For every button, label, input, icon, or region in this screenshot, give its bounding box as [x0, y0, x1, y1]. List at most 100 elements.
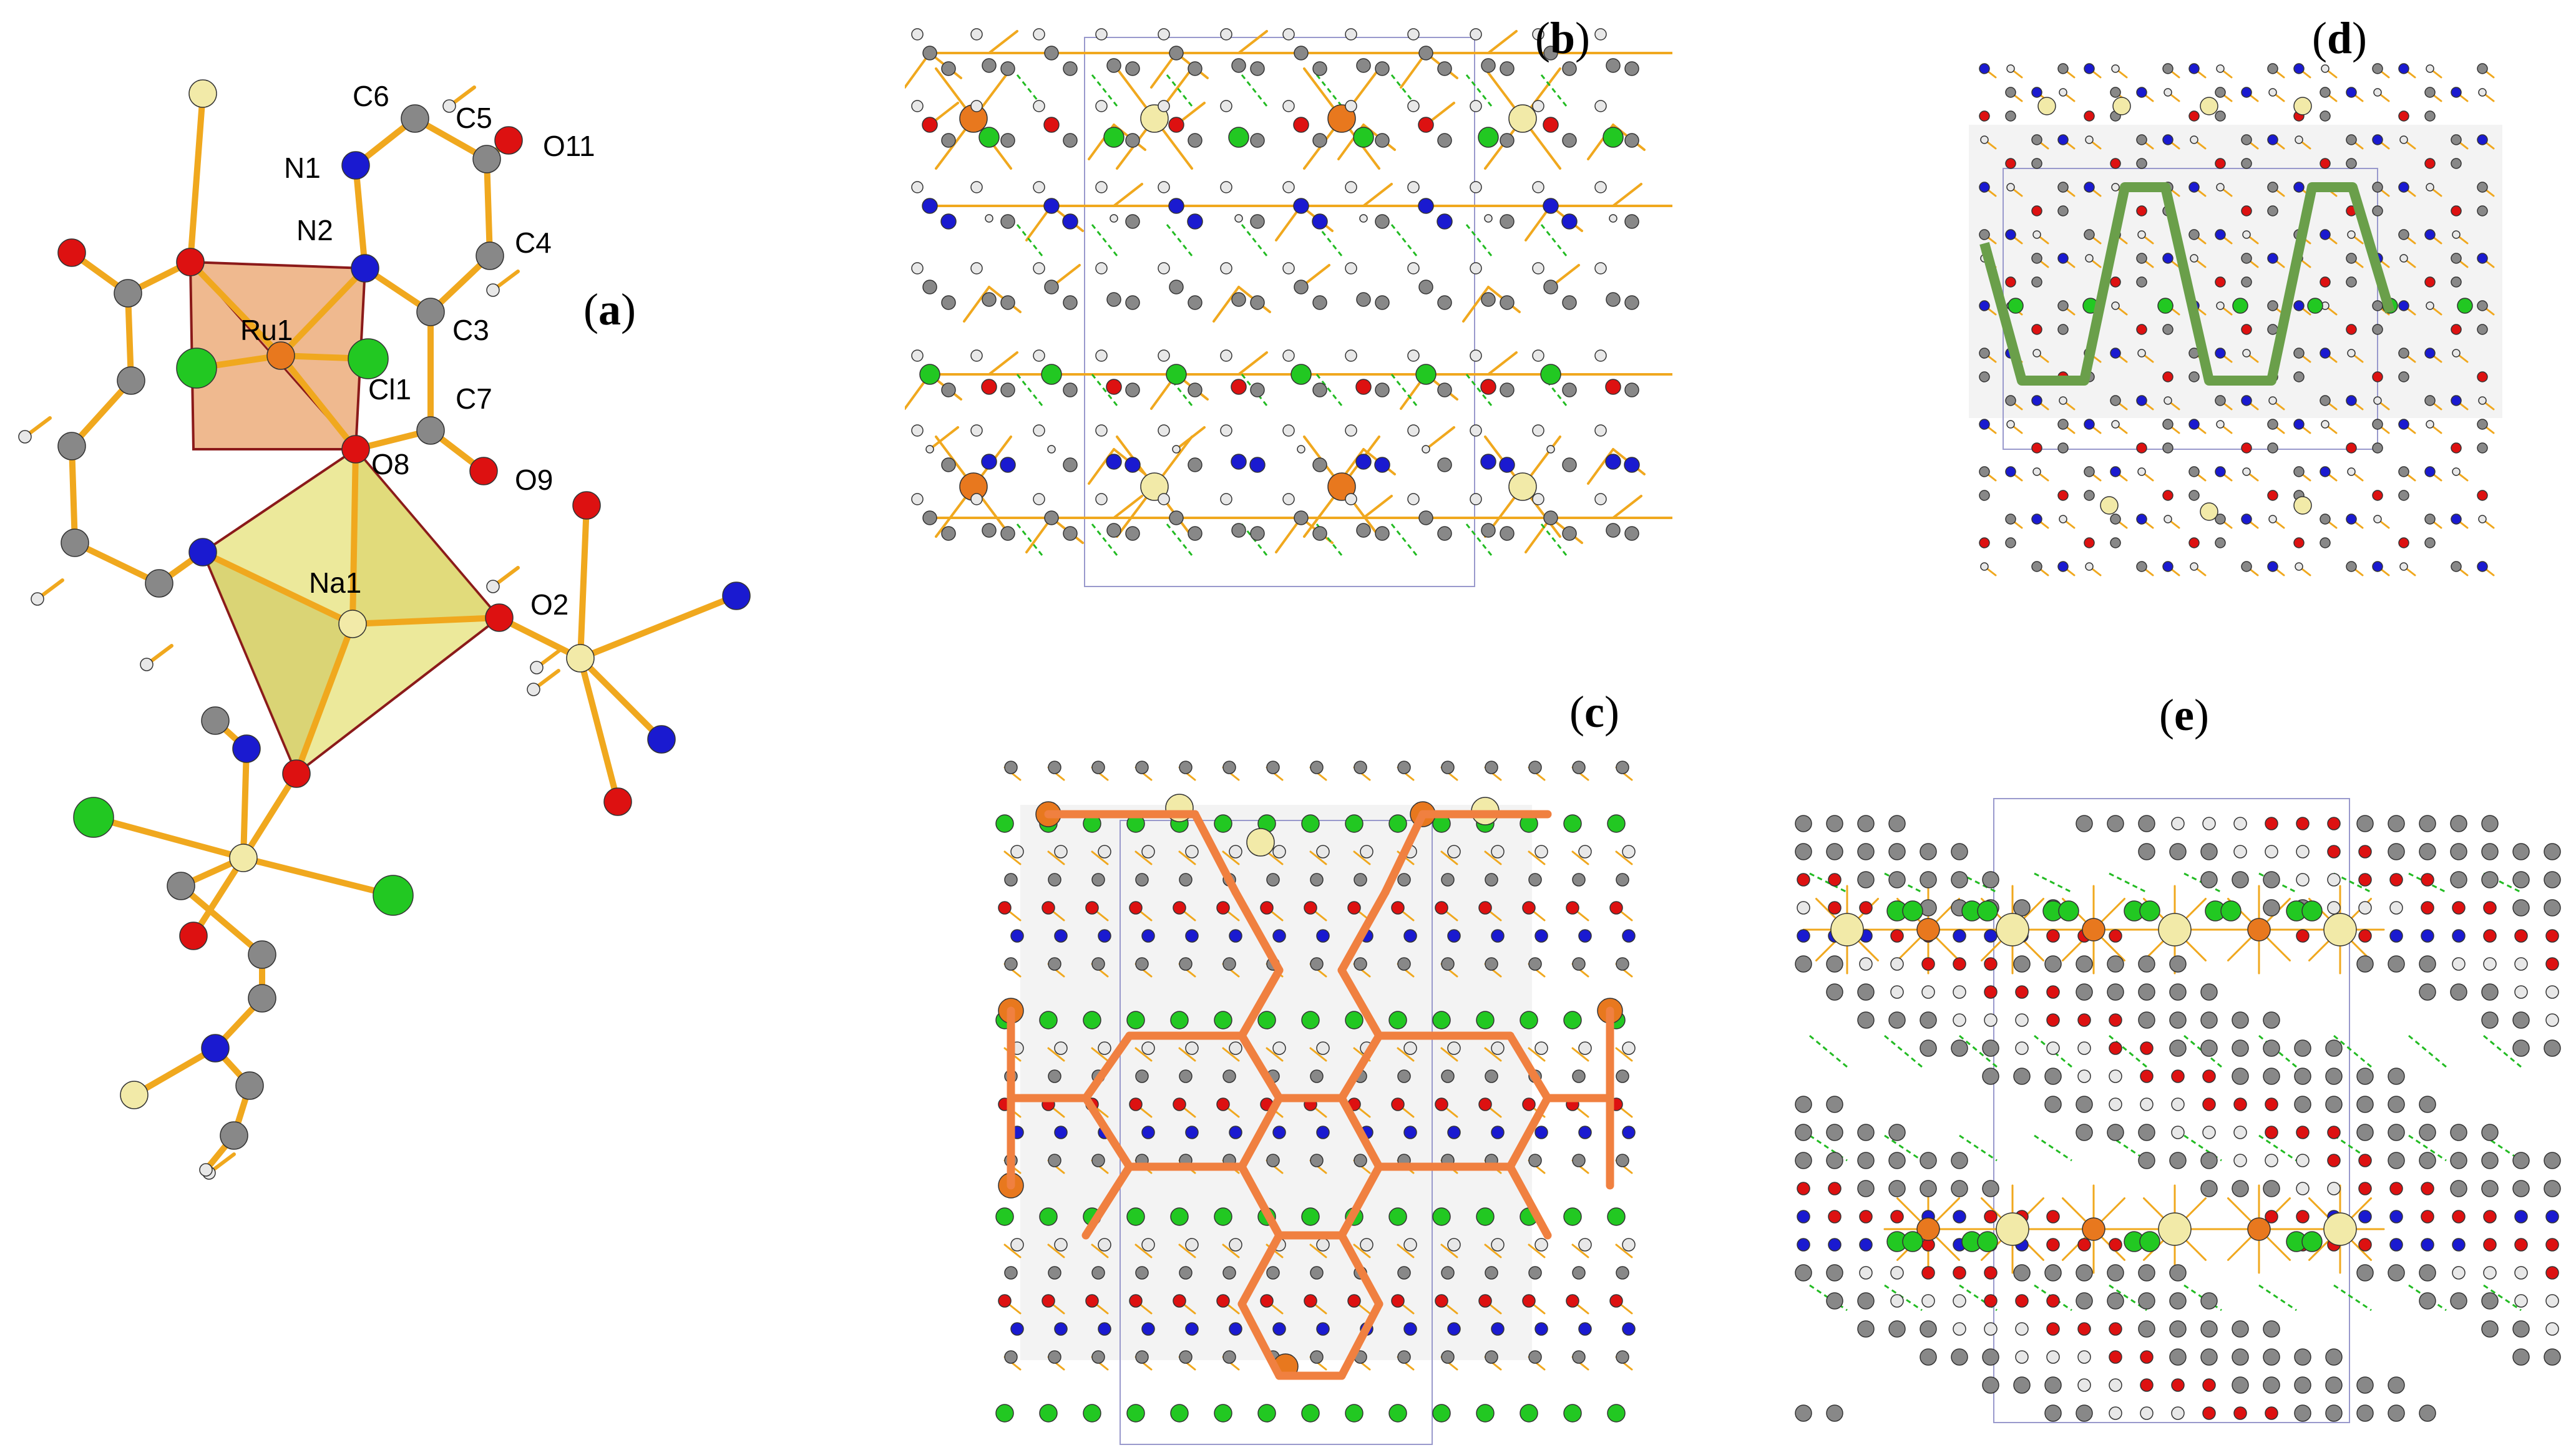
o-atom: [1609, 1294, 1623, 1308]
c-atom: [2232, 871, 2249, 888]
c-atom: [2110, 537, 2121, 548]
h-atom: [1098, 845, 1111, 859]
c-atom: [1044, 280, 1059, 294]
h-atom: [2268, 515, 2277, 523]
o-atom: [1435, 1294, 1448, 1308]
c-atom: [1397, 1266, 1411, 1280]
h-atom: [486, 580, 500, 593]
c-atom: [2450, 1292, 2467, 1310]
h-atom: [2389, 901, 2403, 915]
c-atom: [2388, 815, 2405, 832]
n-atom: [647, 725, 676, 754]
c-atom: [2136, 134, 2147, 145]
o-atom: [57, 238, 86, 267]
c-atom: [1528, 1350, 1542, 1364]
hydrogen-bond: [1540, 74, 1568, 107]
c-atom: [2232, 1348, 2249, 1366]
h-atom: [1141, 845, 1155, 859]
c-atom: [1826, 1264, 1843, 1282]
c-atom: [2200, 1180, 2218, 1197]
h-atom: [1282, 28, 1295, 41]
o-atom: [1979, 537, 1990, 548]
c-atom: [2346, 561, 2357, 572]
c-atom: [1857, 843, 1875, 860]
na-atom: [338, 610, 367, 638]
c-atom: [2294, 1068, 2311, 1085]
bond: [1309, 1243, 1327, 1258]
h-atom: [2111, 301, 2120, 310]
h-atom: [2015, 1041, 2029, 1055]
panel-c-structure: [995, 761, 1636, 1445]
bond: [1222, 850, 1240, 865]
n-atom: [2241, 87, 2252, 98]
bond: [353, 162, 368, 271]
h-atom: [2478, 88, 2487, 97]
c-atom: [1044, 46, 1059, 61]
c-atom: [1356, 523, 1371, 538]
panel-c-label: (c): [1569, 687, 1619, 737]
h-atom: [970, 262, 983, 275]
n-atom: [1578, 1126, 1592, 1139]
h-atom: [1609, 214, 1617, 223]
n-atom: [2424, 348, 2436, 359]
cl-atom: [1520, 1404, 1538, 1423]
h-atom: [2137, 349, 2146, 358]
c-atom: [2200, 1011, 2218, 1029]
c-atom: [1125, 61, 1140, 76]
n-atom: [1447, 1322, 1461, 1336]
c-atom: [1135, 957, 1149, 971]
cl-atom: [2157, 298, 2174, 314]
c-atom: [2481, 1124, 2499, 1141]
bond: [1528, 1047, 1546, 1062]
hydrogen-bond: [1241, 224, 1268, 256]
c-atom: [1310, 1266, 1324, 1280]
n-atom: [2057, 253, 2069, 264]
n-atom: [2358, 1210, 2372, 1224]
ru-atom: [266, 341, 295, 370]
n-atom: [1054, 929, 1068, 943]
o-atom: [1859, 1210, 1873, 1224]
c-atom: [2138, 1264, 2155, 1282]
n-atom: [2188, 182, 2200, 193]
bond: [72, 540, 162, 586]
o-atom: [2171, 1378, 2185, 1392]
o-atom: [2140, 1069, 2154, 1083]
cl-atom: [1902, 1231, 1923, 1252]
bond: [1337, 1094, 1383, 1171]
h-atom: [925, 445, 934, 454]
h-atom: [1594, 28, 1607, 41]
h-atom: [1110, 214, 1118, 223]
c-atom: [2294, 1096, 2311, 1113]
c-atom: [1179, 1069, 1193, 1083]
n-atom: [1403, 1126, 1417, 1139]
h-atom: [1890, 1294, 1904, 1308]
n-atom: [2545, 1210, 2559, 1224]
c-atom: [2044, 1376, 2062, 1394]
cl-atom: [1301, 1404, 1320, 1423]
o-atom: [2084, 537, 2095, 548]
c-atom: [2232, 1320, 2249, 1338]
c-atom: [1312, 133, 1327, 148]
o-atom: [2136, 442, 2147, 454]
h-atom: [1447, 845, 1461, 859]
c-atom: [2200, 871, 2218, 888]
hydrogen-bond: [1091, 374, 1118, 406]
c-atom: [1250, 214, 1265, 229]
h-atom: [2321, 64, 2330, 73]
c-atom: [2057, 419, 2069, 430]
c-atom: [2450, 871, 2467, 888]
c-atom: [1826, 843, 1843, 860]
bond: [1362, 495, 1393, 519]
o-atom: [2421, 1182, 2434, 1195]
c-atom: [1048, 873, 1061, 887]
bond: [1615, 1047, 1633, 1062]
c-atom: [1485, 761, 1498, 774]
c-atom: [1572, 1154, 1586, 1167]
c-atom: [1266, 1266, 1280, 1280]
o-atom: [2171, 1069, 2185, 1083]
h-atom: [911, 424, 924, 437]
h-atom: [1984, 1322, 1998, 1336]
c-atom: [2325, 1096, 2343, 1113]
c-atom: [2263, 1039, 2280, 1057]
c-atom: [1354, 957, 1367, 971]
